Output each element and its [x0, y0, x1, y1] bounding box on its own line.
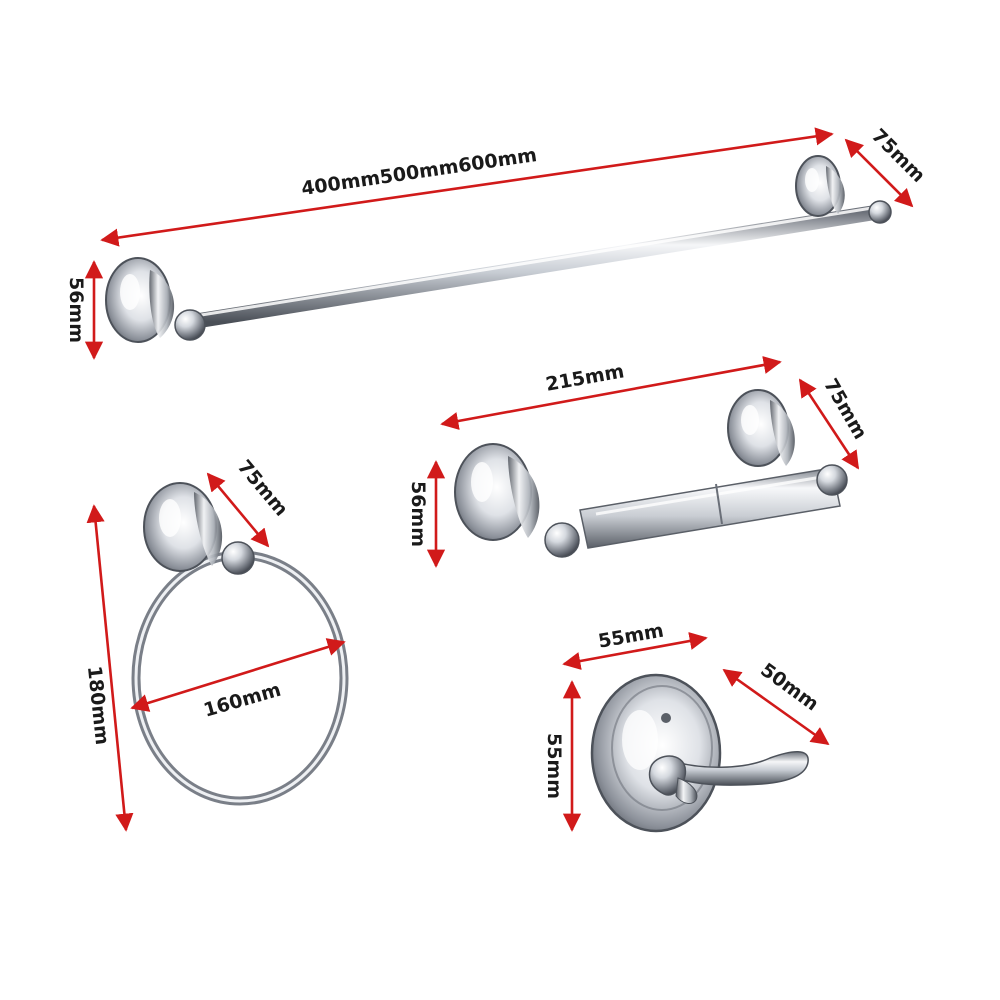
paper-holder-height-dimension: 56mm [407, 460, 446, 568]
towel-ring-bracket [143, 482, 223, 572]
towel-bar-right-bracket [795, 155, 845, 217]
towel-bar-projection-dimension: 75mm [844, 125, 929, 208]
robe-hook-height-dimension: 55mm [543, 680, 582, 832]
towel-ring-diameter-dimension: 160mm [130, 638, 346, 722]
towel-bar-length-dimension: 400mm500mm600mm [100, 127, 834, 247]
paper-holder-right-end-ball [816, 464, 848, 496]
paper-holder-roller [579, 467, 841, 549]
towel-ring [131, 482, 349, 806]
paper-holder-projection-dimension: 75mm [798, 375, 871, 470]
towel-bar [105, 155, 892, 343]
towel-bar-height-label: 56mm [65, 277, 87, 343]
towel-ring-height-label: 180mm [83, 665, 113, 746]
towel-bar-projection-label: 75mm [867, 125, 929, 187]
towel-bar-right-end-ball [868, 200, 892, 224]
towel-bar-height-dimension: 56mm [65, 260, 104, 360]
towel-ring-diameter-label: 160mm [201, 679, 283, 722]
paper-holder-projection-label: 75mm [819, 375, 871, 443]
robe-hook-projection-label: 50mm [756, 659, 822, 716]
paper-holder [454, 389, 848, 558]
paper-holder-width-label: 215mm [544, 360, 626, 395]
towel-bar-left-bracket [105, 257, 175, 343]
robe-hook-arm [648, 751, 809, 804]
towel-bar-rod [182, 204, 886, 330]
towel-bar-left-end-ball [174, 309, 206, 341]
robe-hook-base [590, 673, 722, 833]
robe-hook-height-label: 55mm [543, 733, 565, 799]
paper-holder-right-bracket [727, 389, 795, 467]
robe-hook-width-dimension: 55mm [562, 620, 708, 671]
paper-holder-height-label: 56mm [407, 481, 429, 547]
robe-hook [590, 673, 809, 833]
towel-bar-length-label: 400mm500mm600mm [300, 144, 538, 200]
towel-ring-height-dimension: 180mm [83, 504, 134, 832]
robe-hook-projection-dimension: 50mm [722, 659, 830, 746]
paper-holder-left-bracket [454, 443, 540, 541]
towel-ring-projection-label: 75mm [233, 456, 292, 521]
paper-holder-left-end-ball [544, 522, 580, 558]
towel-ring-end-ball [221, 541, 255, 575]
